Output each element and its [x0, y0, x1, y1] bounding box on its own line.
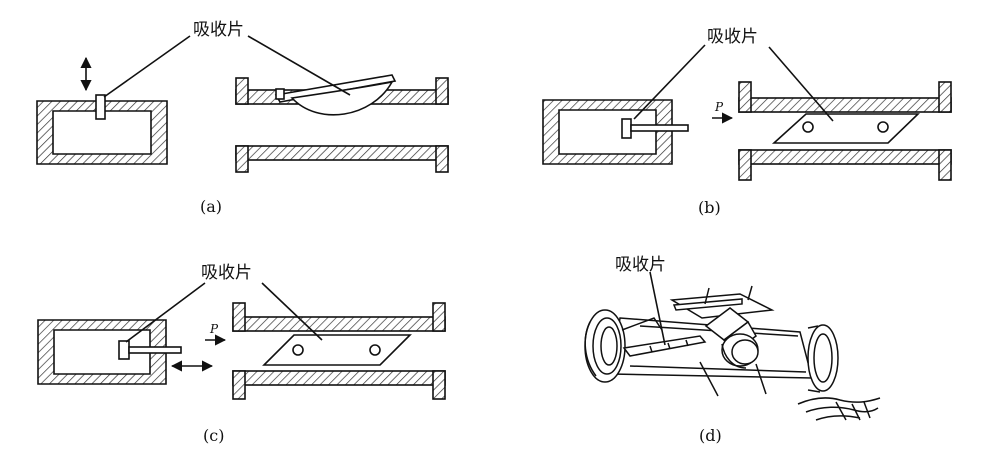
plunger-c [128, 346, 182, 354]
power-symbol-c: P [209, 322, 219, 336]
leader-a-2 [247, 35, 351, 96]
leader-b-1 [633, 44, 706, 120]
plunger-b [630, 124, 689, 132]
waveguide-c [232, 302, 446, 400]
leader-c-2 [261, 282, 323, 341]
waveguide-b [738, 81, 952, 181]
cross-section-c [37, 319, 214, 385]
leader-a-1 [103, 35, 191, 98]
absorber-label-d: 吸收片 [615, 255, 666, 275]
leader-b-2 [768, 46, 834, 122]
absorber-vane-b [771, 113, 920, 144]
leader-d [649, 271, 666, 346]
panel-a: 吸收片 (a) [36, 20, 449, 216]
absorber-flap-a [290, 80, 394, 116]
panel-d: 吸收片 (d) [584, 255, 881, 445]
waveguide-a [235, 74, 449, 173]
cross-section-b [542, 99, 689, 165]
caption-a: (a) [200, 197, 222, 216]
panel-b: P 吸收片 (b) [542, 27, 952, 217]
cross-section-a [36, 56, 168, 165]
caption-b: (b) [698, 198, 721, 217]
power-symbol-b: P [714, 100, 724, 114]
panel-c: P 吸收片 (c) [37, 263, 446, 445]
attenuator-sketch-d [584, 285, 881, 421]
leader-c-1 [125, 282, 206, 343]
absorber-vane-c [262, 334, 412, 366]
caption-c: (c) [203, 426, 224, 445]
absorber-label-c: 吸收片 [201, 263, 252, 283]
absorber-label-b: 吸收片 [707, 27, 758, 47]
caption-d: (d) [699, 426, 722, 445]
absorber-label-a: 吸收片 [193, 20, 244, 40]
